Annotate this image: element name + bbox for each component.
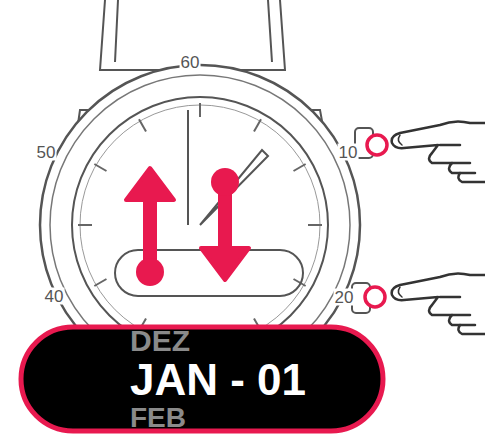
dial-tick [294,164,306,171]
hand [200,150,268,225]
dial-tick [254,119,261,131]
dial-tick [199,103,201,117]
hand [187,110,189,225]
date-display-pill: DEZJAN - 01FEB [18,324,386,434]
dial-tick [94,164,106,171]
press-marker [365,135,387,307]
bezel-number: 60 [180,54,201,71]
pointing-hand [392,273,485,334]
adjacent-month: DEZ [130,326,386,356]
dial-tick [139,119,146,131]
watch-strap [100,0,285,70]
selected-date: JAN - 01 [130,358,386,402]
bezel-number: 50 [36,144,57,161]
dial [72,97,328,353]
bezel-number: 40 [44,288,65,305]
bezel-number: 20 [334,289,355,306]
scroll-icon [126,168,249,286]
pointing-hand [392,121,485,182]
bezel-number: 10 [338,144,359,161]
dial-tick [308,224,322,226]
adjacent-month: FEB [130,404,386,432]
dial-tick [78,224,92,226]
dial-tick [94,279,106,286]
